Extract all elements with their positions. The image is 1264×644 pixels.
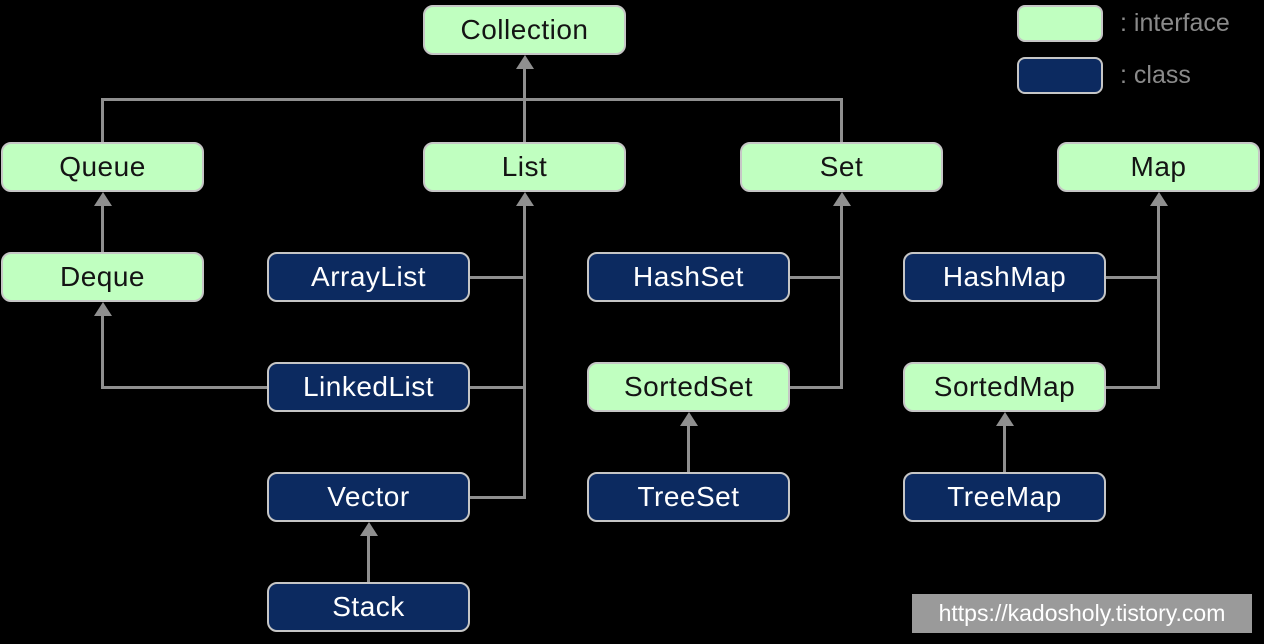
node-label: HashMap	[942, 261, 1067, 292]
connector-line-hashset	[790, 276, 843, 279]
node-label: SortedMap	[933, 371, 1076, 402]
node-sortedmap: SortedMap	[903, 362, 1106, 412]
node-label: LinkedList	[302, 371, 435, 402]
node-label: HashSet	[633, 261, 744, 292]
arrowhead-deque	[94, 302, 112, 316]
node-hashset: HashSet	[587, 252, 790, 302]
node-deque: Deque	[1, 252, 204, 302]
node-vector: Vector	[267, 472, 470, 522]
connector-line-treeset	[687, 424, 690, 472]
node-label: Map	[1130, 151, 1187, 182]
node-label: Deque	[59, 261, 145, 292]
node-list: List	[423, 142, 626, 192]
node-treemap: TreeMap	[903, 472, 1106, 522]
connector-line-map-subtree	[1157, 204, 1160, 389]
node-hashmap: HashMap	[903, 252, 1106, 302]
connector-line-set-subtree	[840, 204, 843, 389]
arrowhead-queue	[94, 192, 112, 206]
connector-line-trunk-to-queue	[101, 98, 104, 144]
node-label: Stack	[332, 591, 405, 622]
connector-line-trunk-to-set	[840, 98, 843, 144]
arrowhead-list	[516, 192, 534, 206]
connector-line-trunk	[101, 98, 843, 101]
arrowhead-collection	[516, 55, 534, 69]
node-linkedlist: LinkedList	[267, 362, 470, 412]
node-arraylist: ArrayList	[267, 252, 470, 302]
node-label: TreeSet	[637, 481, 740, 512]
node-label: Set	[819, 151, 864, 182]
connector-line-sortedmap	[1106, 386, 1160, 389]
connector-line-sortedset	[790, 386, 843, 389]
connector-line-list-subtree	[523, 204, 526, 499]
arrowhead-sortedmap	[996, 412, 1014, 426]
connector-line-linkedlist-deque-h	[101, 386, 268, 389]
legend-class-label: : class	[1120, 61, 1191, 89]
connector-line-linkedlist-list	[470, 386, 526, 389]
legend-interface-swatch	[1017, 5, 1103, 42]
node-collection: Collection	[423, 5, 626, 55]
node-label: Collection	[460, 14, 589, 45]
node-label: Vector	[327, 481, 410, 512]
node-map: Map	[1057, 142, 1260, 192]
arrowhead-vector	[360, 522, 378, 536]
watermark-url: https://kadosholy.tistory.com	[912, 594, 1252, 633]
node-queue: Queue	[1, 142, 204, 192]
connector-line-hashmap	[1106, 276, 1160, 279]
connector-line-deque-queue	[101, 204, 104, 252]
connector-line-linkedlist-deque-v	[101, 314, 104, 389]
legend-interface-label: : interface	[1120, 9, 1230, 37]
node-sortedset: SortedSet	[587, 362, 790, 412]
node-set: Set	[740, 142, 943, 192]
connector-line-arraylist	[470, 276, 526, 279]
connector-line-collection	[523, 67, 526, 144]
node-stack: Stack	[267, 582, 470, 632]
arrowhead-sortedset	[680, 412, 698, 426]
connector-line-treemap	[1003, 424, 1006, 472]
connector-line-vector	[470, 496, 526, 499]
node-treeset: TreeSet	[587, 472, 790, 522]
node-label: ArrayList	[311, 261, 426, 292]
arrowhead-set	[833, 192, 851, 206]
legend-class-swatch	[1017, 57, 1103, 94]
connector-line-stack	[367, 534, 370, 582]
node-label: TreeMap	[947, 481, 1062, 512]
node-label: SortedSet	[623, 371, 754, 402]
node-label: Queue	[59, 151, 146, 182]
arrowhead-map	[1150, 192, 1168, 206]
node-label: List	[501, 151, 548, 182]
